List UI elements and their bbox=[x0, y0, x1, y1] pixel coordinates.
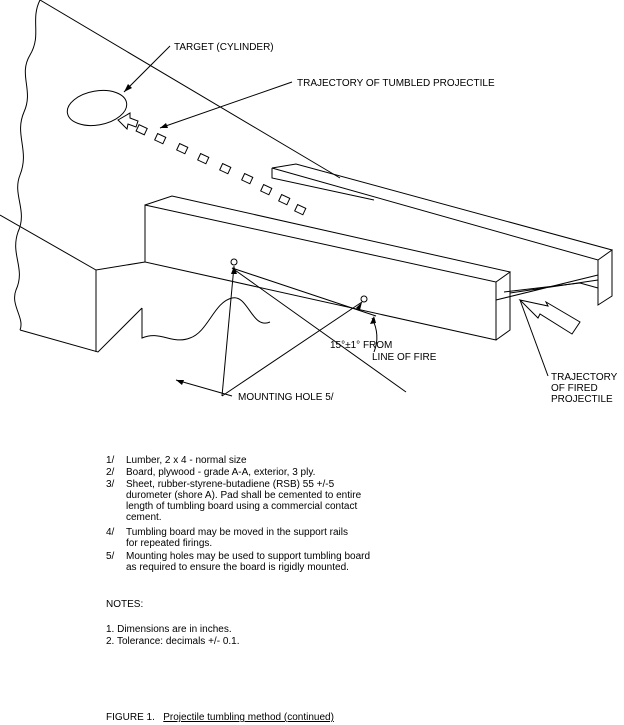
arrowhead-tumbled bbox=[160, 123, 168, 128]
caption-label: FIGURE 1. bbox=[106, 712, 155, 723]
leader-hole-bottom bbox=[175, 379, 233, 397]
note-item-1: 1. Dimensions are in inches. bbox=[106, 624, 232, 635]
footnote-4: 4/ Tumbling board may be moved in the su… bbox=[106, 527, 348, 549]
leader-target bbox=[123, 45, 171, 93]
arrowhead-hole-left bbox=[231, 266, 237, 274]
target-board-outline bbox=[14, 0, 341, 353]
board-fold-line bbox=[0, 214, 146, 271]
tumbled-projectile-marks bbox=[135, 124, 307, 216]
tumbling-method-diagram: TARGET (CYLINDER) TRAJECTORY OF TUMBLED … bbox=[0, 0, 618, 405]
leader-hole-left bbox=[221, 265, 235, 397]
tumbled-direction-arrow bbox=[117, 112, 139, 131]
label-trajectory-fired-1: TRAJECTORY bbox=[551, 372, 618, 383]
notes-heading: NOTES: bbox=[106, 599, 144, 610]
angle-lines bbox=[231, 267, 407, 393]
target-cylinder bbox=[66, 89, 128, 127]
footnote-2: 2/ Board, plywood - grade A-A, exterior,… bbox=[106, 467, 316, 478]
label-trajectory-fired-3: PROJECTILE bbox=[551, 394, 613, 405]
label-target: TARGET (CYLINDER) bbox=[174, 42, 274, 53]
label-mounting-hole: MOUNTING HOLE 5/ bbox=[238, 392, 334, 403]
label-trajectory-fired-2: OF FIRED bbox=[551, 383, 598, 394]
footnote-3: 3/ Sheet, rubber-styrene-butadiene (RSB)… bbox=[106, 479, 362, 523]
footnote-1: 1/ Lumber, 2 x 4 - normal size bbox=[106, 455, 247, 466]
leader-tumbled bbox=[159, 81, 293, 129]
label-angle-line2: LINE OF FIRE bbox=[372, 352, 437, 363]
label-trajectory-tumbled: TRAJECTORY OF TUMBLED PROJECTILE bbox=[297, 78, 495, 89]
arrowhead-angle bbox=[370, 316, 376, 324]
leader-hole-right bbox=[221, 301, 363, 397]
arrowhead-hole-bottom bbox=[176, 380, 184, 385]
tumbling-board-assembly bbox=[144, 163, 614, 341]
arrowhead-hole-right bbox=[356, 302, 362, 310]
caption-title: Projectile tumbling method (continued) bbox=[163, 712, 334, 723]
mounting-hole-left bbox=[230, 258, 238, 266]
label-angle-line1: 15°±1° FROM bbox=[330, 340, 392, 351]
fired-projectile-arrow bbox=[518, 299, 581, 335]
footnote-5: 5/ Mounting holes may be used to support… bbox=[106, 551, 371, 573]
arrowhead-target bbox=[124, 84, 132, 92]
mounting-hole-right bbox=[360, 295, 368, 303]
leader-fired bbox=[519, 299, 549, 377]
note-item-2: 2. Tolerance: decimals +/- 0.1. bbox=[106, 636, 240, 647]
figure-caption: FIGURE 1. Projectile tumbling method (co… bbox=[106, 712, 334, 724]
